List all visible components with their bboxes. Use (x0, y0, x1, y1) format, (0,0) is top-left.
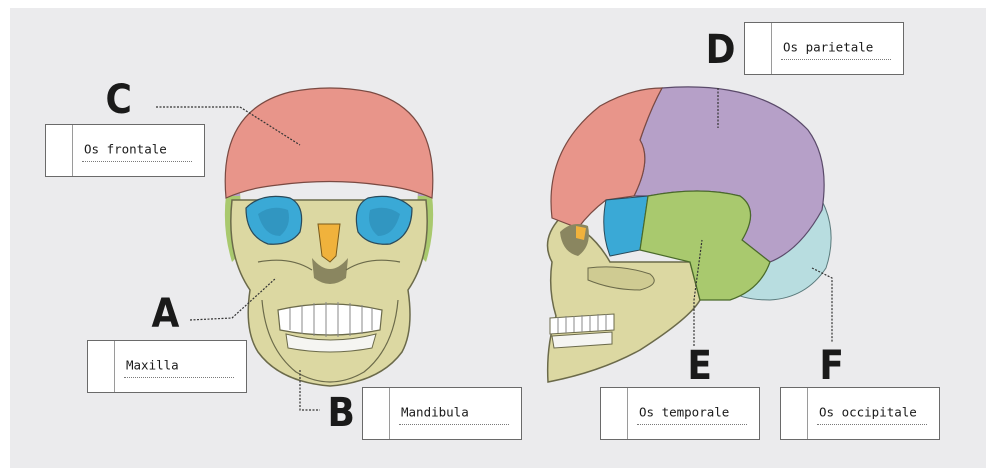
label-box-maxilla[interactable]: Maxilla (87, 340, 247, 393)
label-dotted-line (637, 424, 747, 425)
label-text-mandibula: Mandibula (401, 404, 511, 419)
label-box-divider (627, 388, 628, 439)
letter-b: B (328, 393, 355, 433)
label-box-occipital[interactable]: Os occipitale (780, 387, 940, 440)
label-box-divider (389, 388, 390, 439)
label-dotted-line (817, 424, 927, 425)
label-box-divider (72, 125, 73, 176)
label-dotted-line (781, 59, 891, 60)
label-dotted-line (82, 161, 192, 162)
letter-f: F (819, 346, 844, 386)
label-text-parietal: Os parietale (783, 39, 893, 54)
label-box-divider (807, 388, 808, 439)
label-box-temporal[interactable]: Os temporale (600, 387, 760, 440)
label-box-mandibula[interactable]: Mandibula (362, 387, 522, 440)
letter-c: C (105, 80, 131, 120)
label-dotted-line (399, 424, 509, 425)
label-text-frontal: Os frontale (84, 141, 194, 156)
label-text-maxilla: Maxilla (126, 357, 236, 372)
label-text-occipital: Os occipitale (819, 404, 929, 419)
label-dotted-line (124, 377, 234, 378)
label-box-frontal[interactable]: Os frontale (45, 124, 205, 177)
letter-d: D (706, 30, 736, 70)
front-skull (225, 88, 433, 386)
label-box-divider (771, 23, 772, 74)
label-text-temporal: Os temporale (639, 404, 749, 419)
letter-e: E (687, 346, 712, 386)
letter-a: A (152, 294, 180, 334)
label-box-parietal[interactable]: Os parietale (744, 22, 904, 75)
label-box-divider (114, 341, 115, 392)
side-skull (548, 87, 832, 382)
